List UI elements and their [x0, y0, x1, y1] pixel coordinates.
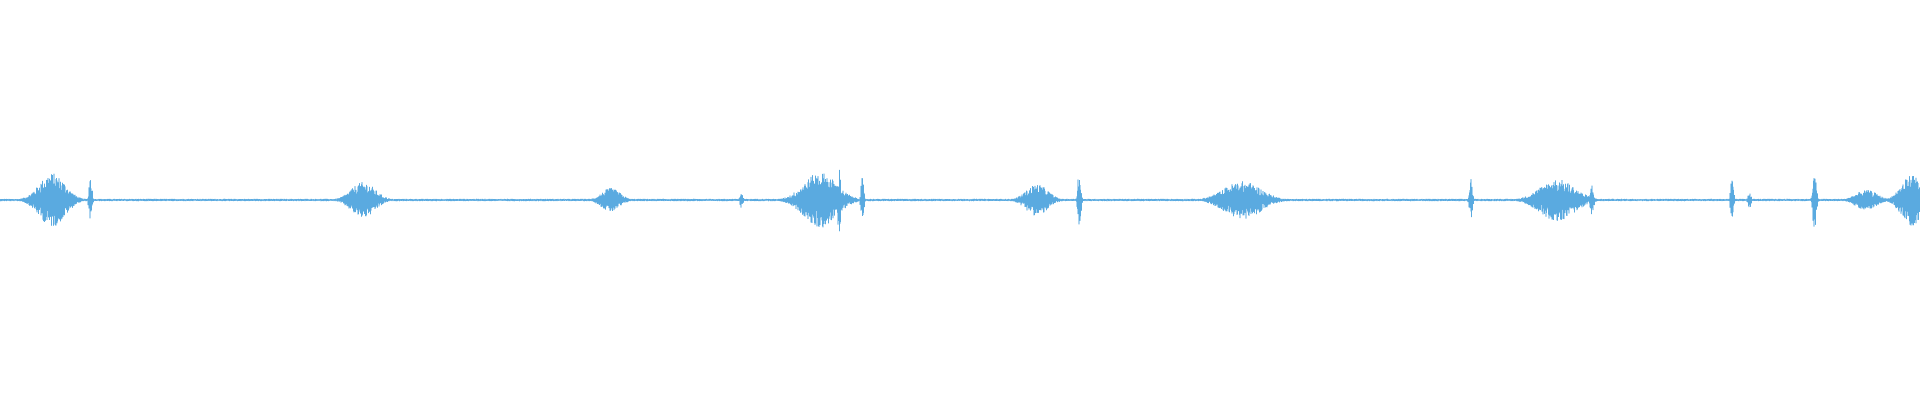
waveform-trace: [0, 169, 1920, 232]
